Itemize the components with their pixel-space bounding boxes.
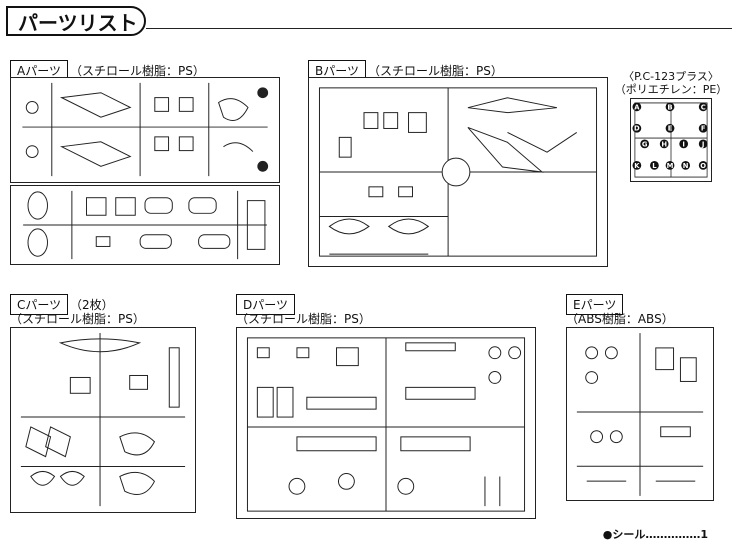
title-rule [146,28,732,29]
pc-part-marker [665,102,675,112]
pc-part-marker [665,160,675,170]
pc-part-letter: E [668,125,673,133]
sprue-b-drawing [318,87,598,257]
pc-part-letter: H [661,140,667,148]
page-title-text: パーツリスト [18,10,138,35]
sprue-e-drawing [576,333,704,496]
pc-part-marker [640,139,650,149]
section-e-material: （ABS樹脂：ABS） [566,312,674,326]
pc-part-letter: M [667,162,674,170]
pc-part-marker [698,139,708,149]
sprue-a-lower-drawing [23,190,267,260]
section-b-material: （スチロール樹脂：PS） [368,64,503,78]
pc-title-line2: （ポリエチレン：PE） [614,83,728,96]
sprue-a-lower [10,185,280,265]
pc-part-marker [632,102,642,112]
pc-runner: A B C D E F G H I J K L M N O [630,98,712,182]
section-c-count: （2枚） [70,298,114,312]
pc-part-marker [632,160,642,170]
pc-part-letter: L [652,162,657,170]
pc-part-letter: I [682,140,685,148]
pc-part-letter: J [701,140,705,148]
section-c-tag: Cパーツ [10,294,69,315]
pc-part-marker [659,139,669,149]
sprue-e [566,327,714,501]
section-c-material: （スチロール樹脂：PS） [10,312,145,326]
pc-part-letter: A [634,103,640,111]
pc-part-letter: G [642,140,648,148]
pc-part-letter: N [683,162,689,170]
pc-part-letter: B [667,103,672,111]
pc-title-line1: 〈P.C-123プラス〉 [623,70,719,83]
pc-part-letter: C [701,103,706,111]
pc-runner-drawing: A B C D E F G H I J K L M N O [632,102,708,178]
sprue-b [308,77,608,267]
sprue-a-upper [10,77,280,183]
sprue-a-upper-drawing [22,82,269,177]
pc-part-marker [698,123,708,133]
pc-title: 〈P.C-123プラス〉 （ポリエチレン：PE） [614,70,728,96]
pc-part-letter: D [634,125,640,133]
sprue-c-drawing [20,332,186,507]
pc-part-letter: F [701,125,706,133]
pc-part-marker [698,102,708,112]
page-title: パーツリスト [6,6,146,36]
pc-part-letter: K [634,162,640,170]
section-e-tag: Eパーツ [566,294,624,315]
section-d-tag: Dパーツ [236,294,296,315]
section-d-material: （スチロール樹脂：PS） [236,312,371,326]
pc-part-letter: O [700,162,706,170]
seal-count: ●シール……………1 [602,528,708,541]
section-a-material: （スチロール樹脂：PS） [70,64,205,78]
sprue-d-drawing [246,337,526,512]
pc-part-marker [632,123,642,133]
pc-part-marker [681,160,691,170]
pc-part-marker [679,139,689,149]
pc-part-marker [698,160,708,170]
pc-part-marker [650,160,659,170]
sprue-d [236,327,536,519]
sprue-c [10,327,196,513]
pc-part-marker [665,123,675,133]
